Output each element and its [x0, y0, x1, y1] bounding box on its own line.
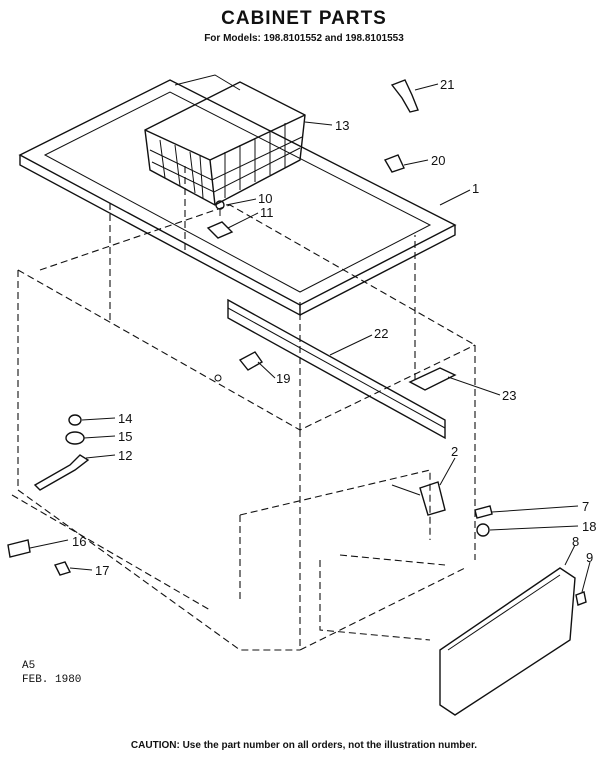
callout-7: 7 [582, 499, 589, 514]
callout-11: 11 [260, 205, 274, 220]
caution-note: CAUTION: Use the part number on all orde… [130, 740, 478, 751]
callout-16: 16 [72, 534, 86, 549]
wire-basket [144, 81, 306, 206]
drawing-code: A5 [22, 660, 36, 672]
leader-lines [29, 83, 591, 593]
model-subtitle: For Models: 198.8101552 and 198.8101553 [204, 33, 404, 44]
callout-23: 23 [502, 388, 516, 403]
callout-22: 22 [374, 326, 388, 341]
callout-14: 14 [118, 411, 132, 426]
callout-18: 18 [582, 519, 596, 534]
cabinet-body-outline [11, 165, 476, 651]
hinge-parts [383, 79, 419, 173]
callout-10: 10 [258, 191, 272, 206]
page-title: CABINET PARTS [221, 8, 387, 29]
callout-9: 9 [586, 550, 593, 565]
callout-15: 15 [118, 429, 132, 444]
control-parts [391, 481, 493, 537]
callout-1: 1 [472, 181, 479, 196]
trim-strip [227, 298, 446, 440]
callout-17: 17 [95, 563, 109, 578]
clips-19-23 [238, 351, 457, 391]
callout-13: 13 [335, 118, 349, 133]
callout-8: 8 [572, 534, 579, 549]
parts-16-17 [7, 539, 71, 576]
fasteners-10-11 [206, 200, 234, 382]
callout-20: 20 [431, 153, 445, 168]
callout-19: 19 [276, 371, 290, 386]
drawing-date: FEB. 1980 [22, 674, 82, 686]
access-panel [439, 567, 587, 716]
drain-parts [33, 414, 90, 491]
callout-12: 12 [118, 448, 132, 463]
lid [18, 74, 457, 317]
callout-2: 2 [451, 444, 458, 459]
callout-21: 21 [440, 77, 454, 92]
